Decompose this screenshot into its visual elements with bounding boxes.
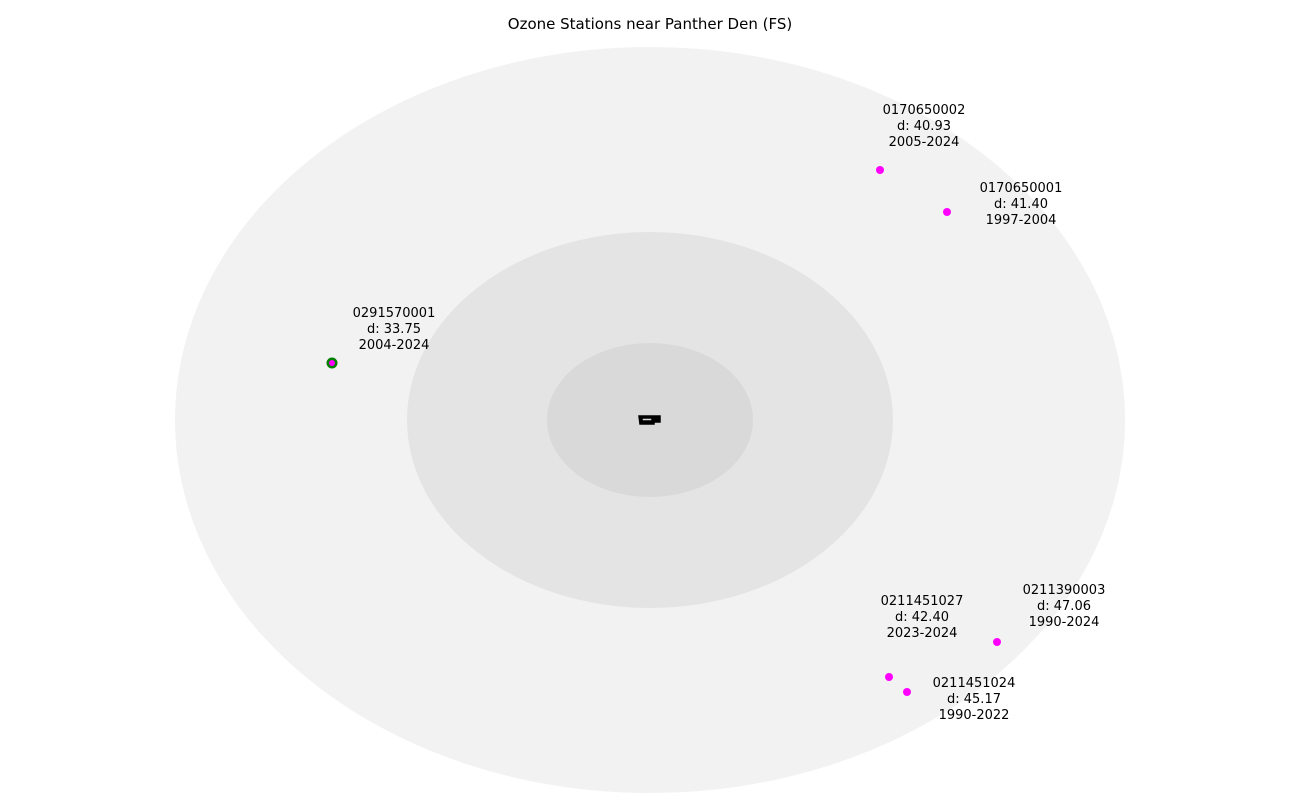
station-marker — [943, 208, 951, 216]
station-label-years: 2005-2024 — [889, 135, 960, 150]
station-label-distance: d: 40.93 — [897, 119, 951, 134]
station-marker — [993, 638, 1001, 646]
station-label-years: 2004-2024 — [359, 338, 430, 353]
station-marker — [885, 673, 893, 681]
station-label-years: 1990-2022 — [939, 708, 1010, 723]
station-label-years: 1990-2024 — [1029, 615, 1100, 630]
inner-distance-ring — [547, 343, 753, 497]
station-label-years: 2023-2024 — [887, 626, 958, 641]
station-label-distance: d: 45.17 — [947, 692, 1001, 707]
station-marker — [329, 360, 335, 366]
station-label-id: 0170650002 — [883, 103, 966, 118]
station-label-distance: d: 33.75 — [367, 322, 421, 337]
station-label-years: 1997-2004 — [986, 213, 1057, 228]
station-label-id: 0291570001 — [353, 306, 436, 321]
station-label-distance: d: 42.40 — [895, 610, 949, 625]
station-label-id: 0211451027 — [881, 594, 964, 609]
station-marker — [876, 166, 884, 174]
station-label-id: 0211390003 — [1023, 583, 1106, 598]
station-label-distance: d: 47.06 — [1037, 599, 1091, 614]
chart-title: Ozone Stations near Panther Den (FS) — [508, 15, 792, 33]
site-boundary — [638, 415, 661, 425]
station-label-id: 0211451024 — [933, 676, 1016, 691]
station-label-distance: d: 41.40 — [994, 197, 1048, 212]
station-marker — [903, 688, 911, 696]
station-label-id: 0170650001 — [980, 181, 1063, 196]
